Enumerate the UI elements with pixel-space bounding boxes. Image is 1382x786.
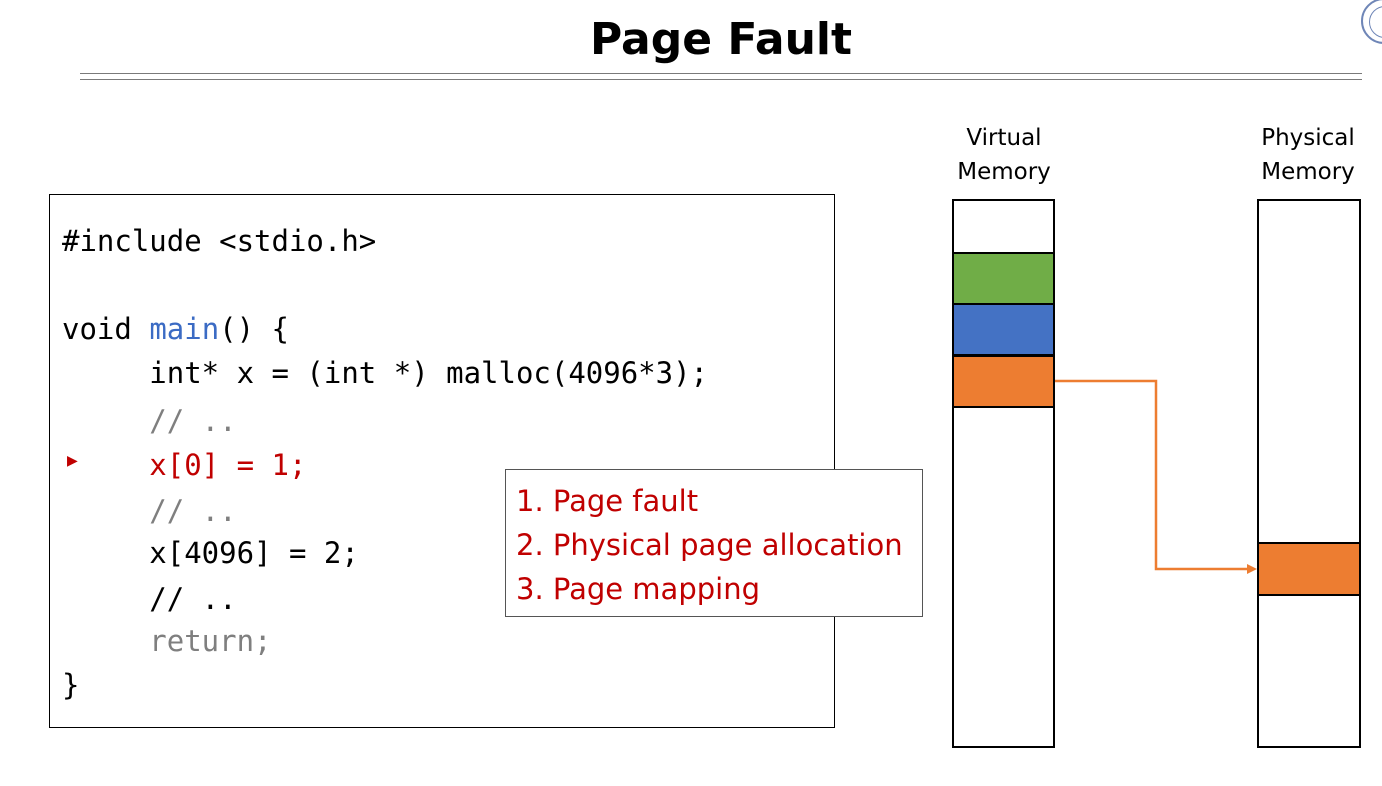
- slide-title: Page Fault: [589, 14, 853, 65]
- code-function-name: main: [149, 312, 220, 346]
- step-item: 3. Page mapping: [516, 572, 760, 606]
- title-divider-top: [80, 73, 1362, 74]
- code-punct: () {: [219, 312, 289, 346]
- physical-frame-orange: [1257, 542, 1361, 596]
- code-line-main: void main() {: [62, 307, 289, 351]
- step-item: 2. Physical page allocation: [516, 528, 903, 562]
- code-line-comment: // ..: [62, 404, 237, 438]
- code-line-close-brace: }: [62, 668, 80, 702]
- virtual-page-orange: [952, 355, 1055, 408]
- code-line-return: return;: [62, 624, 272, 658]
- virtual-memory-label: Virtual Memory: [957, 125, 1051, 185]
- code-line-comment: // ..: [62, 582, 237, 616]
- code-line-comment: // ..: [62, 494, 237, 528]
- code-line-malloc: int* x = (int *) malloc(4096*3);: [62, 356, 709, 390]
- code-line-include: #include <stdio.h>: [62, 224, 377, 258]
- title-divider-bottom: [80, 79, 1362, 80]
- current-line-marker-icon: ▶: [67, 453, 78, 469]
- physical-memory-bar: [1257, 199, 1361, 748]
- code-keyword: void: [62, 312, 150, 346]
- step-item: 1. Page fault: [516, 484, 699, 518]
- code-line-assign: x[4096] = 2;: [62, 536, 359, 570]
- page-fault-steps-callout: 1. Page fault 2. Physical page allocatio…: [505, 469, 923, 617]
- code-panel: [49, 194, 835, 728]
- code-line-highlighted: x[0] = 1;: [62, 448, 307, 482]
- physical-memory-label: Physical Memory: [1261, 125, 1355, 185]
